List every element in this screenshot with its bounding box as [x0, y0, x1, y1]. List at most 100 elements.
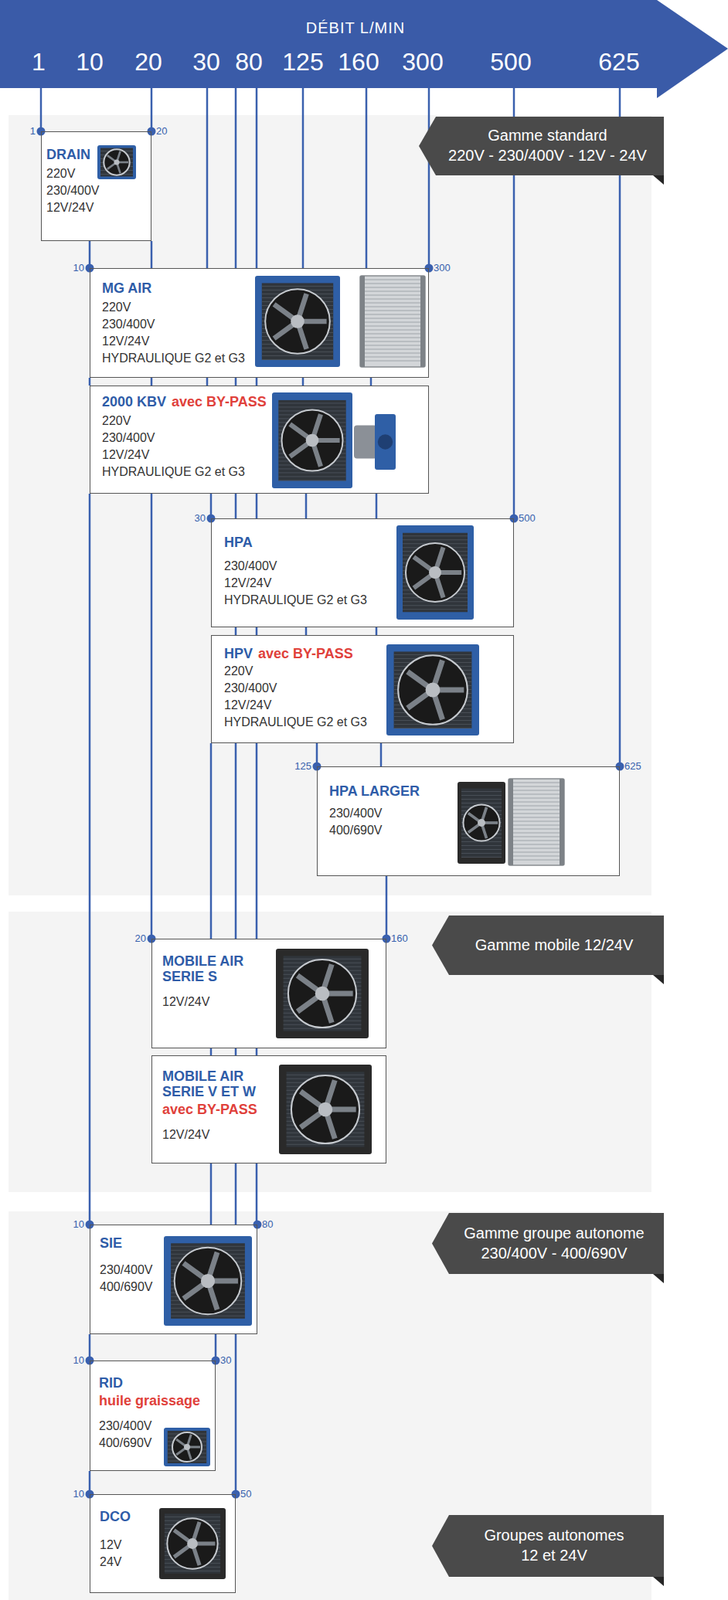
- range-line: [255, 743, 259, 939]
- range-line: [150, 88, 154, 132]
- range-limit: 300: [433, 261, 451, 275]
- tag-body: [432, 1213, 664, 1275]
- spec-line: HYDRAULIQUE G2 et G3: [102, 465, 245, 479]
- fin-line: [513, 825, 560, 827]
- range-limit: 30: [194, 512, 206, 525]
- spec-line: 12V/24V: [102, 448, 150, 462]
- box-fill: [89, 1224, 258, 1335]
- product-box: RIDhuile graissage230/400V400/690V: [89, 1360, 216, 1472]
- cooler-illustration: [396, 525, 474, 620]
- text-row: 12V/24V: [102, 446, 426, 464]
- range-line: [255, 1048, 259, 1056]
- cooler-frame: [97, 145, 137, 180]
- tag-line: Gamme groupe autonome: [452, 1224, 657, 1245]
- range-tag: Gamme groupe autonome230/400V - 400/690V: [432, 1213, 664, 1275]
- fin-line: [513, 817, 560, 819]
- spec-line: HYDRAULIQUE G2 et G3: [224, 715, 368, 729]
- fan-guard: [103, 149, 130, 175]
- spec-line: 230/400V: [102, 317, 156, 331]
- fan-hub: [428, 566, 442, 579]
- text-row: 12V/24V: [162, 1126, 383, 1144]
- text-row: 220V: [102, 299, 426, 317]
- range-line: [302, 88, 305, 269]
- cooler-illustration: [272, 392, 353, 489]
- tag-fold: [653, 175, 664, 185]
- text-row: 400/690V: [99, 1279, 254, 1297]
- product-box: HPA LARGER230/400V400/690V: [316, 766, 620, 877]
- fan-hub: [318, 1102, 334, 1118]
- option-note: avec BY-PASS: [171, 394, 267, 410]
- side-bar: [508, 779, 514, 866]
- range-line: [234, 1163, 238, 1225]
- range-tag-text: 12 et 24V: [520, 1547, 588, 1565]
- text-row: HYDRAULIQUE G2 et G3: [102, 350, 426, 368]
- fin-line: [402, 539, 468, 541]
- cooler-illustration: [353, 414, 396, 470]
- spec-line: 230/400V: [46, 183, 100, 198]
- box-content: MG AIR220V230/400V12V/24VHYDRAULIQUE G2 …: [102, 279, 426, 368]
- fin-line: [461, 845, 502, 847]
- spec-line: 220V: [224, 664, 253, 678]
- flow-value: 160: [337, 46, 379, 78]
- text-row: MOBILE AIR SERIE V ET W: [162, 1068, 383, 1102]
- tag-text-block: Gamme groupe autonome230/400V - 400/690V: [452, 1224, 657, 1265]
- spec-line: 12V/24V: [102, 334, 150, 348]
- range-tag-text: 220V - 230/400V - 12V - 24V: [448, 146, 647, 164]
- text-row: 230/400V: [102, 429, 426, 447]
- range-line: [88, 493, 92, 1225]
- fan-guard: [174, 1248, 242, 1316]
- text-row: HYDRAULIQUE G2 et G3: [224, 714, 511, 732]
- spec-line: 12V/24V: [162, 995, 210, 1009]
- range-limit: 1: [30, 125, 36, 138]
- text-row: 230/400V: [99, 1262, 254, 1280]
- pump-body: [353, 425, 378, 459]
- flow-value: 80: [234, 46, 263, 78]
- fin-line: [513, 790, 560, 792]
- box-content: HPA230/400V12V/24VHYDRAULIQUE G2 et G3: [224, 534, 511, 609]
- product-name: SIE: [99, 1235, 123, 1252]
- fin-line: [402, 535, 468, 537]
- range-line: [255, 1163, 259, 1225]
- fin-line: [364, 326, 421, 327]
- fan-guard: [288, 959, 357, 1028]
- cooler-illustration: [386, 644, 480, 736]
- product-box: MOBILE AIR SERIE V ET Wavec BY-PASS 12V/2…: [151, 1055, 387, 1164]
- spec-line: 12V/24V: [162, 1128, 210, 1142]
- cooler-core: [164, 1513, 221, 1574]
- cooler-core: [461, 788, 502, 858]
- range-line: [40, 88, 43, 132]
- fin-line: [513, 786, 560, 788]
- box-fill: [151, 938, 387, 1049]
- flow-value: 300: [401, 46, 443, 78]
- product-box: 2000 KBVavec BY-PASS220V230/400V12V/24VH…: [89, 385, 429, 494]
- fin-line: [513, 844, 560, 846]
- box-fill: [89, 1494, 236, 1594]
- fan-guard: [398, 655, 468, 725]
- range-line: [234, 743, 238, 939]
- fin-line: [513, 806, 560, 807]
- fin-line: [513, 856, 560, 858]
- fan-guard: [291, 1075, 360, 1144]
- fan-hub: [183, 1444, 191, 1451]
- range-line: [234, 627, 238, 636]
- fin-line: [461, 795, 502, 797]
- fin-line: [164, 1571, 221, 1572]
- range-limit: 10: [73, 1218, 85, 1232]
- fin-line: [364, 314, 421, 316]
- fin-line: [513, 840, 560, 842]
- range-line: [370, 377, 373, 386]
- option-note: avec BY-PASS: [162, 1102, 258, 1118]
- cooler-illustration: [457, 782, 506, 865]
- tag-shape: [432, 1515, 664, 1578]
- cooler-core: [278, 400, 346, 481]
- range-limit: 10: [73, 1354, 85, 1368]
- cooler-core: [100, 148, 133, 177]
- range-line: [234, 1334, 238, 1495]
- product-name: HPA: [224, 534, 253, 551]
- product-box: HPA230/400V12V/24VHYDRAULIQUE G2 et G3: [210, 518, 514, 628]
- fin-line: [394, 728, 473, 729]
- text-row: HYDRAULIQUE G2 et G3: [224, 591, 511, 609]
- fan-hub: [290, 314, 305, 329]
- tag-line: 12 et 24V: [452, 1546, 657, 1567]
